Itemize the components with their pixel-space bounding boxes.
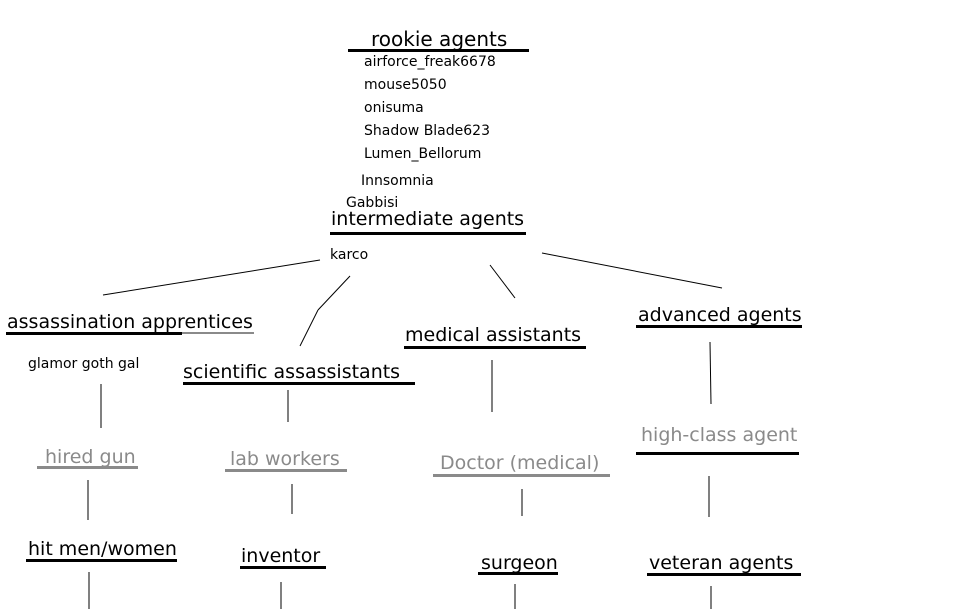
connector-karco-medical	[489, 264, 516, 299]
intermediate-agents-underline	[330, 232, 526, 235]
connector-karco-scientific-lower	[299, 309, 319, 347]
intermediate-member: karco	[330, 247, 369, 263]
medical-assistants-underline	[404, 346, 586, 349]
surgeon-underline	[478, 572, 558, 575]
connector-karco-assassination	[102, 259, 321, 296]
inventor-label: inventor	[241, 545, 321, 567]
connector-karco-scientific	[317, 275, 351, 311]
rookie-member: Gabbisi	[346, 195, 399, 211]
rookie-member: Lumen_Bellorum	[364, 146, 482, 162]
hit-men-women-underline	[26, 559, 177, 562]
rookie-agents-underline	[348, 49, 529, 52]
assassination-member: glamor goth gal	[28, 356, 140, 372]
rookie-member: onisuma	[364, 100, 424, 116]
doctor-medical-label: Doctor (medical)	[440, 452, 600, 474]
advanced-agents-underline	[636, 325, 802, 328]
veteran-agents-underline	[647, 573, 801, 576]
high-class-agent-underline	[636, 452, 799, 455]
rookie-agents-heading: rookie agents	[371, 27, 508, 51]
scientific-assassistants-underline	[183, 382, 415, 385]
rookie-member: Innsomnia	[361, 173, 434, 189]
advanced-agents-heading: advanced agents	[638, 304, 802, 326]
doctor-medical-underline	[433, 474, 610, 477]
lab-workers-underline	[225, 469, 347, 472]
rookie-member: Shadow Blade623	[364, 123, 490, 139]
connector-advanced-highclass	[709, 341, 712, 405]
scientific-assassistants-heading: scientific assassistants	[183, 361, 401, 383]
intermediate-agents-heading: intermediate agents	[331, 208, 525, 230]
lab-workers-label: lab workers	[230, 448, 340, 470]
assassination-apprentices-underline-faded	[182, 332, 254, 334]
connector-karco-advanced	[541, 252, 723, 289]
surgeon-label: surgeon	[481, 552, 558, 574]
assassination-apprentices-heading: assassination apprentices	[7, 313, 253, 332]
inventor-underline	[240, 566, 326, 569]
rookie-member: mouse5050	[364, 77, 447, 93]
assassination-apprentices-label: assassination apprentices	[7, 311, 253, 333]
hired-gun-label: hired gun	[45, 446, 136, 468]
hired-gun-underline	[37, 466, 138, 469]
high-class-agent-label: high-class agent	[641, 424, 798, 446]
veteran-agents-label: veteran agents	[649, 552, 794, 574]
rookie-member: airforce_freak6678	[364, 54, 496, 70]
hit-men-women-label: hit men/women	[28, 538, 177, 560]
assassination-apprentices-underline	[6, 332, 182, 335]
medical-assistants-heading: medical assistants	[405, 324, 582, 346]
